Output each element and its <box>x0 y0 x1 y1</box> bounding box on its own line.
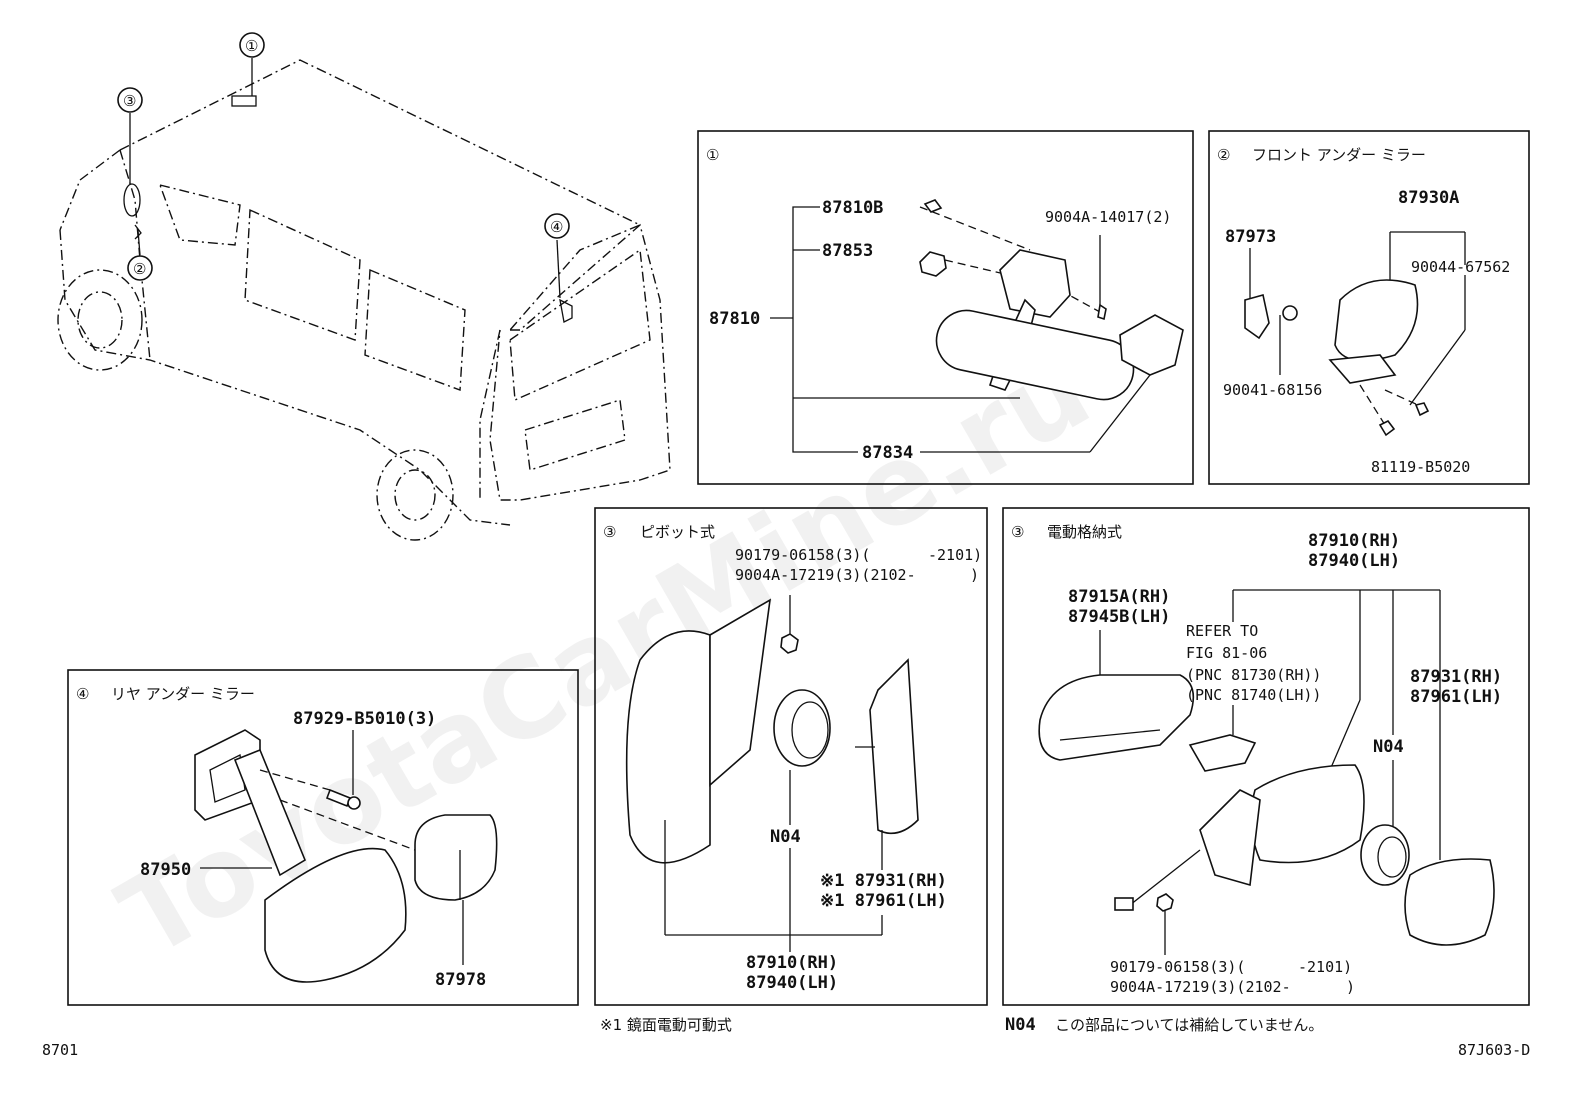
label-87961-b: 87961(LH) <box>1410 687 1502 707</box>
label-87929-B5010: 87929-B5010(3) <box>293 709 436 729</box>
label-81119-B5020: 81119-B5020 <box>1371 458 1470 476</box>
label-90179-06158-b-range: -2101) <box>1298 958 1352 976</box>
refer-line-4: (PNC 81740(LH)) <box>1186 686 1321 704</box>
footnote-n04-code: N04 <box>1005 1015 1036 1035</box>
label-87940-lh: 87940(LH) <box>1308 551 1400 571</box>
footnote-n04-text: この部品については補給していません。 <box>1055 1016 1323 1034</box>
label-9004A-17219-range: ) <box>970 566 979 584</box>
box4-title: リヤ アンダー ミラー <box>111 685 255 703</box>
label-87945B: 87945B(LH) <box>1068 607 1170 627</box>
label-87810: 87810 <box>709 309 760 329</box>
label-9004A-17219-b-range: ) <box>1346 978 1355 996</box>
label-N04: N04 <box>770 827 801 847</box>
label-90179-06158-range: -2101) <box>928 546 982 564</box>
box3a-title: ピボット式 <box>640 523 715 541</box>
label-87853: 87853 <box>822 241 873 261</box>
refer-line-2: FIG 81-06 <box>1186 644 1267 662</box>
label-87950: 87950 <box>140 860 191 880</box>
callout-1: ① <box>245 37 258 55</box>
label-87915A: 87915A(RH) <box>1068 587 1170 607</box>
box-front-under-mirror: ② フロント アンダー ミラー 87930A 87973 90044-67562… <box>1208 130 1530 485</box>
box3b-title: 電動格納式 <box>1047 523 1122 541</box>
box-pivot-mirror: ③ ピボット式 90179-06158(3)( -2101) 9004A-172… <box>594 507 988 1006</box>
callout-3: ③ <box>123 92 136 110</box>
label-87931-b: 87931(RH) <box>1410 667 1502 687</box>
box4-number: ④ <box>76 685 89 703</box>
box1-number: ① <box>706 146 719 164</box>
box3b-number: ③ <box>1011 523 1024 541</box>
label-87961: ※1 87961(LH) <box>820 891 947 911</box>
label-87978: 87978 <box>435 970 486 990</box>
page-code-left: 8701 <box>42 1041 78 1059</box>
label-90179-06158: 90179-06158(3)( <box>735 546 870 564</box>
label-90044-67562: 90044-67562 <box>1411 258 1510 276</box>
refer-line-3: (PNC 81730(RH)) <box>1186 666 1321 684</box>
box3a-number: ③ <box>603 523 616 541</box>
label-87930A: 87930A <box>1398 188 1459 208</box>
label-N04-b: N04 <box>1373 737 1404 757</box>
refer-line-1: REFER TO <box>1186 622 1258 640</box>
label-90179-06158-b: 90179-06158(3)( <box>1110 958 1245 976</box>
watermark: ToyotaCarMine.ru <box>99 325 1110 983</box>
label-87834: 87834 <box>862 443 913 463</box>
label-90041-68156: 90041-68156 <box>1223 381 1322 399</box>
footnote-electric-adjust: ※1 鏡面電動可動式 <box>600 1016 732 1034</box>
label-87910-rh: 87910(RH) <box>1308 531 1400 551</box>
box2-title: フロント アンダー ミラー <box>1252 146 1426 164</box>
label-87910: 87910(RH) <box>746 953 838 973</box>
page-code-right: 87J603-D <box>1458 1041 1530 1059</box>
label-9004A-17219-b: 9004A-17219(3)(2102- <box>1110 978 1291 996</box>
label-87940: 87940(LH) <box>746 973 838 993</box>
vehicle-overview: ① ③ ② ④ <box>57 32 671 541</box>
box2-number: ② <box>1217 146 1230 164</box>
label-87810B: 87810B <box>822 198 883 218</box>
callout-4: ④ <box>550 218 563 236</box>
label-9004A-17219: 9004A-17219(3)(2102- <box>735 566 916 584</box>
label-87973: 87973 <box>1225 227 1276 247</box>
box-power-fold-mirror: ③ 電動格納式 87910(RH) 87940(LH) 87915A(RH) <box>1002 507 1530 1006</box>
label-9004A-14017: 9004A-14017(2) <box>1045 208 1171 226</box>
box-rear-under-mirror: ④ リヤ アンダー ミラー 87929-B5010(3) 87950 87978 <box>67 669 579 1006</box>
label-87931: ※1 87931(RH) <box>820 871 947 891</box>
box-inner-mirror: ① 87810B 87853 87810 9004A-14017(2) 8783… <box>697 130 1194 485</box>
callout-2: ② <box>133 260 146 278</box>
